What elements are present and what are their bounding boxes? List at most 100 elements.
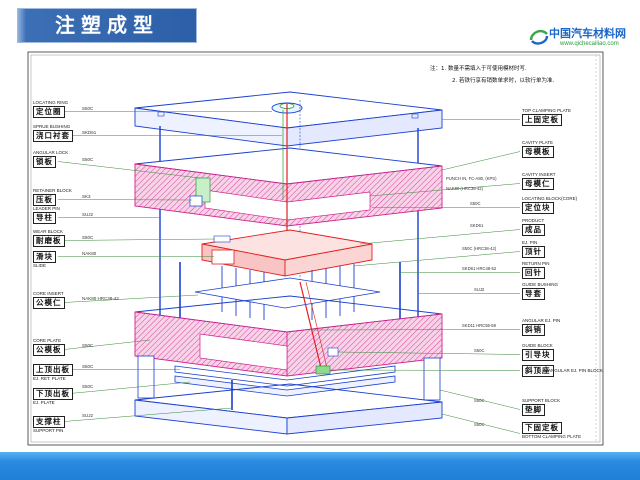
label-zh: 引导块 (522, 349, 554, 361)
logo-swirl-green (529, 29, 548, 41)
label-en: SLIDE (33, 263, 47, 268)
leader-line-right-5 (359, 229, 521, 245)
leader-line-left-3 (57, 161, 201, 179)
product-right (284, 243, 373, 277)
label-en: WEAR BLOCK (33, 229, 64, 234)
label-en: ANGULAR EJ. PIN (522, 318, 561, 323)
footer-bar (0, 452, 640, 480)
logo-name[interactable]: 中国汽车材料网 (549, 27, 626, 40)
leader-line-left-9 (63, 339, 151, 350)
label-zh: 浇口衬套 (33, 130, 73, 142)
label-zh: 斜顶座 (522, 365, 554, 377)
spec-sprue-bushing: SKD61 (82, 130, 97, 135)
annotation-2: NAK80 (HRC38-42) (446, 186, 484, 191)
leader-line-right-10 (337, 351, 521, 355)
angular-ej-pin (299, 281, 323, 373)
annotation-1: PUNCH IN, FC-A80, (KPS) (446, 176, 497, 181)
label-en: PRODUCT (522, 218, 545, 223)
leader-line-left-11 (69, 381, 191, 394)
label-en: LEADER PIN (33, 206, 60, 211)
label-zh: 定位圈 (33, 106, 65, 118)
spec-wear-block: S50C (82, 235, 94, 240)
top-plate-bolt-right (411, 113, 419, 119)
annotation-4: SKD61 (470, 223, 484, 228)
retainer-block (189, 195, 203, 207)
ej-ret-plate (174, 365, 396, 387)
label-zh: 支撑柱 (33, 416, 65, 428)
label-en: ANGULAR LOCK (33, 150, 69, 155)
label-en: SUPPORT BLOCK (522, 398, 561, 403)
label-zh: 母模仁 (522, 178, 554, 190)
annotation-9: S50C (474, 348, 485, 353)
label-en: GUIDE BUSHING (522, 282, 559, 287)
logo-url[interactable]: www.qichecailiao.com (560, 41, 619, 47)
annotation-7: SUJ2 (474, 287, 485, 292)
spec-retainer-block: SK3 (82, 194, 91, 199)
spec-slide: NAK80 (82, 251, 97, 256)
spec-ej-ret-plate: S50C (82, 364, 94, 369)
label-en: LOCATING BLOCK(CORE) (522, 196, 578, 201)
annotation-5: S50C (HRC38-42) (462, 246, 497, 251)
label-zh: 顶针 (522, 246, 545, 258)
label-zh: 上固定板 (522, 114, 562, 126)
logo-swirl-blue (531, 35, 549, 45)
wear-block (213, 235, 231, 243)
label-en: GUIDE BLOCK (522, 343, 553, 348)
leader-line-right-13 (441, 413, 521, 434)
top-plate-bolt-left (157, 111, 165, 117)
label-zh: 下固定板 (522, 422, 562, 434)
label-zh: 滑块 (33, 251, 56, 263)
label-zh: 耐磨板 (33, 235, 65, 247)
leader-line-right-6 (353, 251, 521, 267)
guide-block (327, 347, 339, 357)
label-en: CORE PLATE (33, 338, 62, 343)
ej-plate (174, 375, 396, 397)
leader-line-right-12 (439, 389, 521, 410)
label-en: EJ. PLATE (33, 400, 55, 405)
core-insert-top (194, 277, 381, 309)
bottom-clamp-plate-right (286, 401, 443, 435)
label-zh: 导套 (522, 288, 545, 300)
annotation-8: SKD11 HRC55-58 (462, 323, 496, 328)
slide-block (211, 249, 235, 265)
label-en: SPRUE BUSHING (33, 124, 71, 129)
spec-core-plate: S50C (82, 343, 94, 348)
leader-line-right-3 (369, 183, 521, 197)
leader-line-right-9 (311, 329, 521, 331)
spec-support-pin: SUJ2 (82, 413, 94, 418)
angular-ej-pin-2 (305, 281, 329, 373)
label-zh: 定位块 (522, 202, 554, 214)
support-block-left (137, 355, 155, 399)
spec-ej-plate: S50C (82, 384, 94, 389)
spec-angular-lock: S50C (82, 157, 94, 162)
label-en: SUPPORT PIN (33, 428, 64, 433)
leader-line-left-4 (57, 199, 193, 201)
logo-swirl-icon (529, 29, 549, 45)
leader-line-right-11 (329, 369, 521, 371)
leader-line-left-12 (63, 407, 233, 422)
annotation-6: SKD61 HRC48-52 (462, 266, 497, 271)
angular-ej-pin-block (315, 365, 331, 375)
annotation-11: S50C (474, 422, 485, 427)
note-line-1: 注：1. 数量不需填入于可使用模材时写. (430, 66, 527, 72)
label-en: EJ. RET. PLATE (33, 376, 66, 381)
leader-line-left-8 (63, 294, 199, 303)
label-en: TOP CLAMPING PLATE (522, 108, 572, 113)
label-zh: 上顶出板 (33, 364, 73, 376)
label-zh: 导柱 (33, 212, 56, 224)
label-zh: 回针 (522, 267, 545, 279)
page-title: 注塑成型 (55, 13, 159, 37)
label-zh: 公模板 (33, 344, 65, 356)
label-en: LOCATING RING (33, 100, 69, 105)
label-zh: 垫脚 (522, 404, 545, 416)
label-en: ANGULAR EJ. PIN BLOCK (548, 368, 603, 373)
label-zh: 下顶出板 (33, 388, 73, 400)
core-plate-pocket (199, 333, 288, 371)
spec-core-insert: NAK80 HRC38-42 (82, 296, 119, 301)
leader-line-left-6 (63, 238, 216, 241)
title-banner: 注塑成型 (18, 9, 196, 42)
spec-leader-pin: SUJ2 (82, 212, 94, 217)
label-en: CAVITY INSERT (522, 172, 556, 177)
label-zh: 锁板 (33, 156, 56, 168)
annotation-3: S50C (470, 201, 481, 206)
